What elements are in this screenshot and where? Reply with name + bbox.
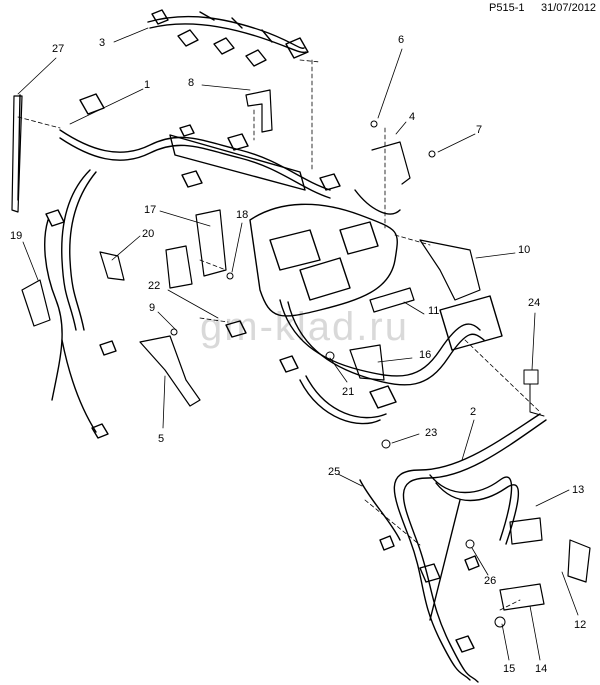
injector-harness bbox=[147, 9, 309, 67]
callout-7: 7 bbox=[476, 124, 483, 136]
callout-8: 8 bbox=[188, 77, 195, 89]
callout-15: 15 bbox=[503, 663, 516, 675]
callout-2: 2 bbox=[470, 406, 477, 418]
callout-21: 21 bbox=[342, 386, 355, 398]
tie-strap bbox=[11, 95, 23, 213]
callout-16: 16 bbox=[419, 349, 432, 361]
callout-14: 14 bbox=[535, 663, 548, 675]
brackets bbox=[21, 89, 591, 611]
callout-17: 17 bbox=[144, 204, 157, 216]
dashed-lines bbox=[17, 59, 541, 611]
callout-25: 25 bbox=[328, 466, 341, 478]
callout-19: 19 bbox=[10, 230, 23, 242]
callout-20: 20 bbox=[142, 228, 155, 240]
diagram-code: P515-1 bbox=[489, 2, 525, 14]
central-cluster bbox=[225, 189, 503, 425]
callout-6: 6 bbox=[398, 34, 405, 46]
callout-5: 5 bbox=[158, 433, 165, 445]
callout-9: 9 bbox=[149, 302, 156, 314]
callout-10: 10 bbox=[518, 244, 531, 256]
callout-1: 1 bbox=[144, 79, 151, 91]
callout-18: 18 bbox=[236, 209, 249, 221]
battery-cable bbox=[359, 413, 547, 683]
callout-11: 11 bbox=[428, 305, 440, 317]
callout-24: 24 bbox=[528, 297, 541, 309]
callout-12: 12 bbox=[574, 619, 587, 631]
callout-23: 23 bbox=[425, 427, 438, 439]
fasteners bbox=[170, 120, 545, 628]
callout-13: 13 bbox=[572, 484, 585, 496]
callout-26: 26 bbox=[484, 575, 497, 587]
callout-22: 22 bbox=[148, 280, 161, 292]
callout-4: 4 bbox=[409, 111, 416, 123]
main-harness-upper bbox=[17, 93, 341, 439]
diagram-date: 31/07/2012 bbox=[541, 2, 597, 14]
leader-lines bbox=[17, 27, 579, 661]
callout-3: 3 bbox=[99, 37, 106, 49]
callout-27: 27 bbox=[52, 43, 65, 55]
